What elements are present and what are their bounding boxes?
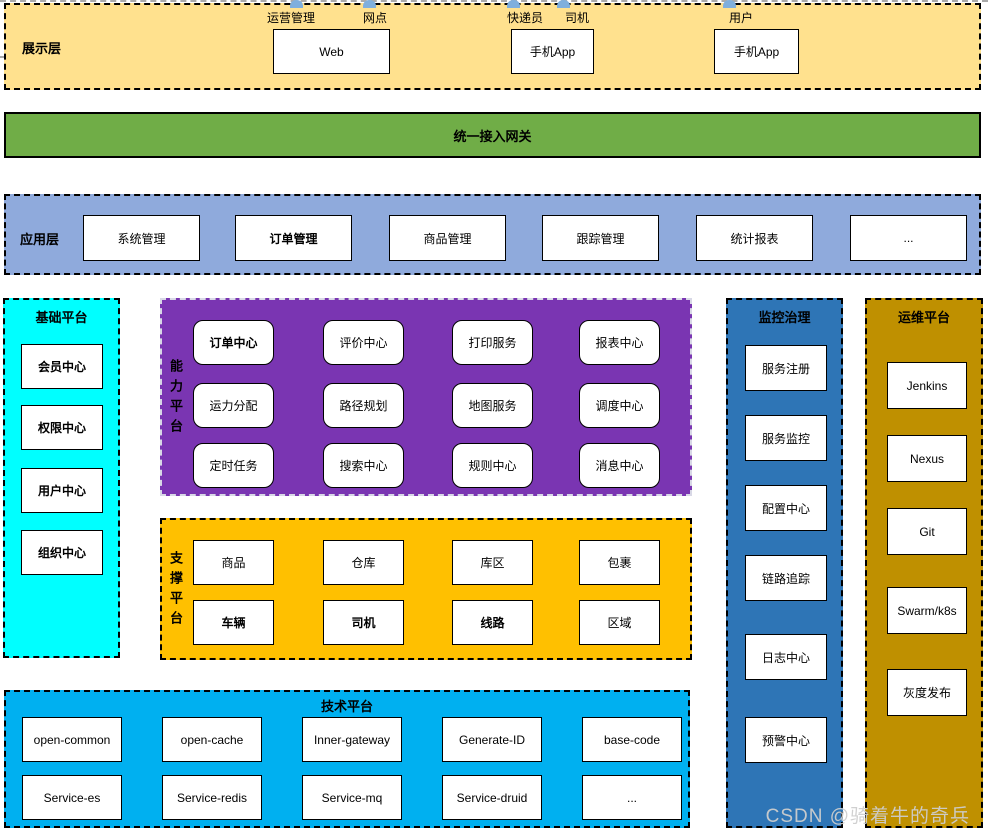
actor-label-courier: 快递员 xyxy=(507,11,544,25)
sup-box-product: 商品 xyxy=(193,540,274,585)
presentation-layer-title: 展示层 xyxy=(22,41,62,56)
cap-box-route-planning: 路径规划 xyxy=(323,383,404,428)
cap-box-dispatch-center: 调度中心 xyxy=(579,383,660,428)
tech-box-service-druid: Service-druid xyxy=(442,775,542,820)
person-icon xyxy=(507,0,520,8)
ops-box-git: Git xyxy=(887,508,967,555)
tech-box-open-common: open-common xyxy=(22,717,122,762)
tech-box-service-es: Service-es xyxy=(22,775,122,820)
sup-box-storage-area: 库区 xyxy=(452,540,533,585)
cap-box-search-center: 搜索中心 xyxy=(323,443,404,488)
actor-label-outlet: 网点 xyxy=(363,11,388,25)
cap-box-review-center: 评价中心 xyxy=(323,320,404,365)
support-platform-title: 支撑平台 xyxy=(169,550,183,627)
support-platform-panel: 支撑平台 商品 仓库 库区 包裹 车辆 司机 线路 区域 xyxy=(160,518,692,660)
capability-platform-title: 能力平台 xyxy=(169,358,183,435)
cap-box-capacity-allocation: 运力分配 xyxy=(193,383,274,428)
connector-line-top-left xyxy=(0,56,6,58)
ops-platform-title: 运维平台 xyxy=(897,310,950,325)
tech-platform-title: 技术平台 xyxy=(320,699,373,714)
app-box-tracking-mgmt: 跟踪管理 xyxy=(542,215,659,261)
sup-box-driver: 司机 xyxy=(323,600,404,645)
unified-gateway-bar: 统一接入网关 xyxy=(4,112,981,158)
client-box-web: Web xyxy=(273,29,390,74)
mon-box-service-registry: 服务注册 xyxy=(745,345,827,391)
capability-platform-panel: 能力平台 订单中心 评价中心 打印服务 报表中心 运力分配 路径规划 地图服务 … xyxy=(160,298,692,496)
base-box-permission-center: 权限中心 xyxy=(21,405,103,450)
cap-box-report-center: 报表中心 xyxy=(579,320,660,365)
cap-box-order-center: 订单中心 xyxy=(193,320,274,365)
sup-box-package: 包裹 xyxy=(579,540,660,585)
actor-label-operations-mgmt: 运营管理 xyxy=(267,11,316,25)
tech-box-service-mq: Service-mq xyxy=(302,775,402,820)
person-icon xyxy=(723,0,736,8)
mon-box-log-center: 日志中心 xyxy=(745,634,827,680)
mon-box-service-monitor: 服务监控 xyxy=(745,415,827,461)
tech-box-inner-gateway: Inner-gateway xyxy=(302,717,402,762)
person-icon xyxy=(363,0,376,8)
ops-platform-panel: 运维平台 Jenkins Nexus Git Swarm/k8s 灰度发布 xyxy=(865,298,983,828)
app-box-more: ... xyxy=(850,215,967,261)
cap-box-rule-center: 规则中心 xyxy=(452,443,533,488)
tech-box-base-code: base-code xyxy=(582,717,682,762)
app-box-order-mgmt: 订单管理 xyxy=(235,215,352,261)
mon-box-config-center: 配置中心 xyxy=(745,485,827,531)
sup-box-route: 线路 xyxy=(452,600,533,645)
application-layer-panel: 应用层 系统管理 订单管理 商品管理 跟踪管理 统计报表 ... xyxy=(4,194,981,275)
base-box-member-center: 会员中心 xyxy=(21,344,103,389)
connector-line xyxy=(0,0,988,2)
monitoring-title: 监控治理 xyxy=(758,310,811,325)
tech-platform-panel: 技术平台 open-common open-cache Inner-gatewa… xyxy=(4,690,690,828)
sup-box-vehicle: 车辆 xyxy=(193,600,274,645)
cap-box-print-service: 打印服务 xyxy=(452,320,533,365)
base-platform-panel: 基础平台 会员中心 权限中心 用户中心 组织中心 xyxy=(3,298,120,658)
tech-box-service-redis: Service-redis xyxy=(162,775,262,820)
app-box-report-stats: 统计报表 xyxy=(696,215,813,261)
tech-box-more: ... xyxy=(582,775,682,820)
mon-box-trace: 链路追踪 xyxy=(745,555,827,601)
watermark: CSDN @骑着牛的奇兵 xyxy=(765,806,970,827)
actor-label-driver: 司机 xyxy=(565,11,590,25)
cap-box-message-center: 消息中心 xyxy=(579,443,660,488)
presentation-layer-panel: 展示层 运营管理 网点 快递员 司机 用户 Web 手机App 手机App xyxy=(4,3,981,90)
monitoring-panel: 监控治理 服务注册 服务监控 配置中心 链路追踪 日志中心 预警中心 xyxy=(726,298,843,828)
actor-label-user: 用户 xyxy=(729,11,754,25)
base-box-user-center: 用户中心 xyxy=(21,468,103,513)
tech-box-generate-id: Generate-ID xyxy=(442,717,542,762)
ops-box-nexus: Nexus xyxy=(887,435,967,482)
client-box-user-app: 手机App xyxy=(714,29,799,74)
cap-box-timed-task: 定时任务 xyxy=(193,443,274,488)
cap-box-map-service: 地图服务 xyxy=(452,383,533,428)
ops-box-swarm-k8s: Swarm/k8s xyxy=(887,587,967,634)
base-box-org-center: 组织中心 xyxy=(21,530,103,575)
sup-box-region: 区域 xyxy=(579,600,660,645)
person-icon xyxy=(557,0,570,8)
client-box-courier-app: 手机App xyxy=(511,29,594,74)
tech-box-open-cache: open-cache xyxy=(162,717,262,762)
ops-box-gray-release: 灰度发布 xyxy=(887,669,967,716)
application-layer-title: 应用层 xyxy=(20,232,60,247)
base-platform-title: 基础平台 xyxy=(35,310,88,325)
mon-box-alert-center: 预警中心 xyxy=(745,717,827,763)
person-icon xyxy=(290,0,303,8)
ops-box-jenkins: Jenkins xyxy=(887,362,967,409)
app-box-product-mgmt: 商品管理 xyxy=(389,215,506,261)
app-box-system-mgmt: 系统管理 xyxy=(83,215,200,261)
sup-box-warehouse: 仓库 xyxy=(323,540,404,585)
